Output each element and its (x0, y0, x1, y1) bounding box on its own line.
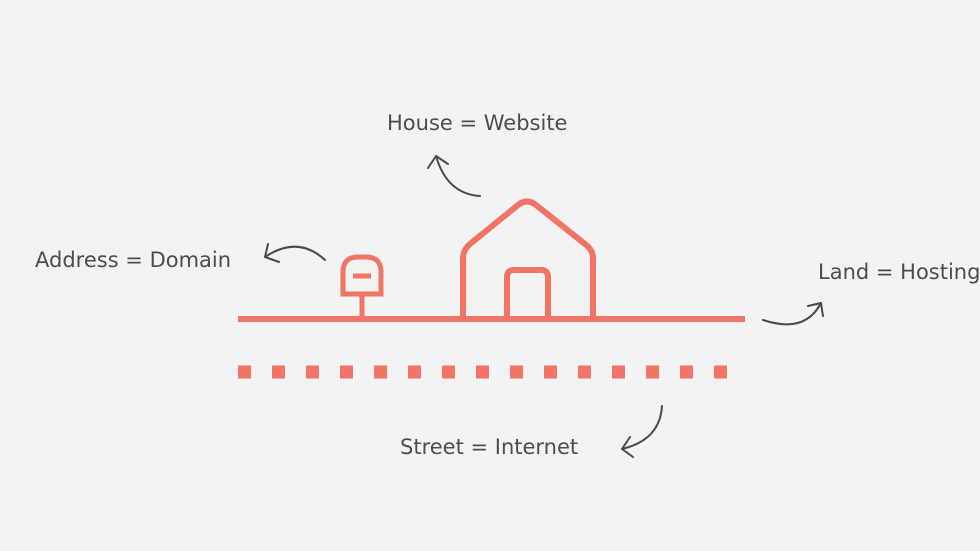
address-domain-label: Address = Domain (35, 248, 232, 272)
house-website-label: House = Website (387, 111, 568, 135)
curved-arrow-icon (762, 302, 824, 326)
curved-arrow-icon (427, 155, 481, 197)
curved-arrow-icon (264, 243, 326, 263)
land-hosting-label: Land = Hosting (818, 260, 980, 284)
curved-arrow-icon (621, 405, 663, 458)
street-internet-label: Street = Internet (400, 435, 579, 459)
mailbox-icon (340, 254, 384, 319)
house-icon (460, 198, 596, 322)
